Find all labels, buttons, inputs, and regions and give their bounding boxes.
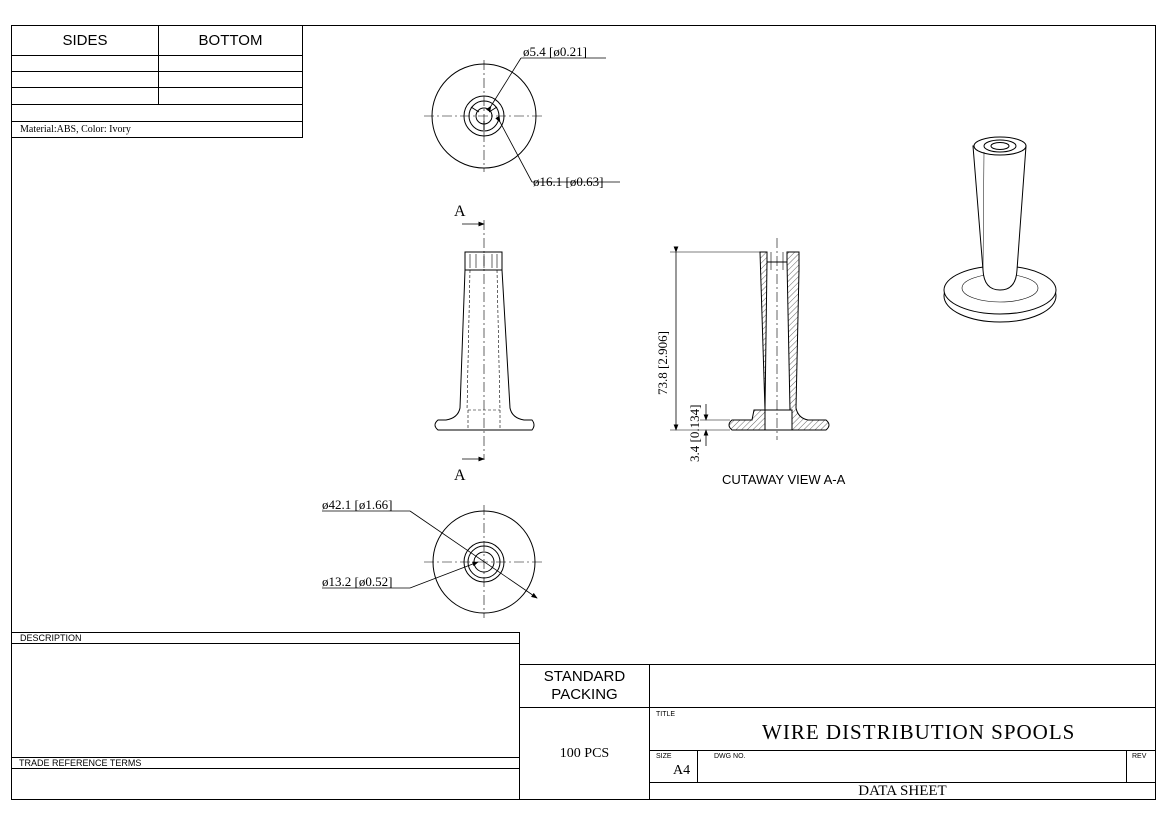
packing-value: 100 PCS [519, 707, 650, 800]
rev-cell: REV [1126, 750, 1156, 783]
height-dimension: 73.8 [2.906] [655, 331, 670, 395]
isometric-view [943, 136, 1057, 323]
drawing-title: WIRE DISTRIBUTION SPOOLS [762, 720, 1076, 744]
dim-bottom-outer: ø42.1 [ø1.66] [322, 497, 393, 512]
dwg-cell: DWG NO. [697, 750, 1127, 783]
size-label: SIZE [656, 753, 672, 760]
base-dimension: 3.4 [0.134] [687, 405, 702, 462]
size-value: A4 [673, 763, 691, 778]
dim-top-inner: ø5.4 [ø0.21] [523, 44, 587, 59]
title-block-top [649, 664, 1156, 708]
section-marker-bottom: A [454, 467, 466, 484]
title-label: TITLE [656, 711, 676, 718]
trade-area [11, 768, 520, 800]
trade-label: TRADE REFERENCE TERMS [19, 758, 142, 768]
packing-header: STANDARD PACKING [519, 664, 650, 708]
side-view [434, 220, 535, 462]
cutaway-view [670, 238, 830, 446]
section-marker-top: A [454, 203, 466, 220]
description-area [11, 643, 520, 758]
dim-top-outer: ø16.1 [ø0.63] [533, 174, 604, 189]
rev-label: REV [1132, 753, 1147, 760]
data-sheet-label: DATA SHEET [649, 782, 1156, 800]
size-cell: SIZE A4 [649, 750, 698, 783]
cutaway-label: CUTAWAY VIEW A-A [722, 472, 846, 487]
top-view [424, 57, 620, 183]
dim-bottom-inner: ø13.2 [ø0.52] [322, 574, 393, 589]
dwg-label: DWG NO. [714, 753, 746, 760]
material-note: Material:ABS, Color: Ivory [11, 121, 303, 138]
bottom-view [322, 505, 544, 618]
title-cell: TITLE WIRE DISTRIBUTION SPOOLS [649, 707, 1156, 751]
